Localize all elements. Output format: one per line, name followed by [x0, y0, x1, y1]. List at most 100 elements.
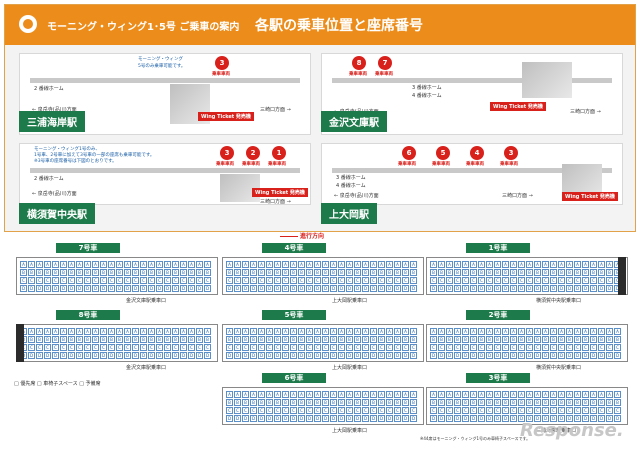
seat: A [338, 328, 345, 335]
seat: B [140, 336, 147, 343]
seat: A [172, 328, 179, 335]
seat: D [470, 415, 477, 422]
station-name: 金沢文庫駅 [321, 111, 387, 132]
seat: A [274, 328, 281, 335]
seat: B [330, 336, 337, 343]
car-diagram: 1号車AAAAAAAAAAAAAAAAAAAAAAAABBBBBBBBBBBBB… [426, 243, 628, 307]
seat: B [438, 269, 445, 276]
seat: C [242, 277, 249, 284]
seat: B [258, 269, 265, 276]
seat: D [290, 285, 297, 292]
seat: C [20, 277, 27, 284]
car-marker: 5 [436, 146, 450, 160]
seat: D [234, 415, 241, 422]
seat: D [314, 285, 321, 292]
seat: B [68, 336, 75, 343]
seat: A [314, 261, 321, 268]
seat: B [306, 269, 313, 276]
seat: A [108, 261, 115, 268]
seat: D [100, 285, 107, 292]
seat: B [100, 336, 107, 343]
seat: C [92, 344, 99, 351]
seat: C [322, 344, 329, 351]
car-body: AAAAAAAAAAAAAAAAAAAAAAAABBBBBBBBBBBBBBBB… [426, 257, 628, 295]
seat: B [402, 336, 409, 343]
car-number-tag: 6号車 [262, 373, 326, 383]
seat: D [274, 352, 281, 359]
seat: B [486, 336, 493, 343]
seat: A [386, 328, 393, 335]
seat: B [446, 399, 453, 406]
seat: A [510, 261, 517, 268]
seat: C [188, 277, 195, 284]
seat: C [598, 277, 605, 284]
seat: A [486, 328, 493, 335]
seat: C [566, 344, 573, 351]
seat: D [386, 352, 393, 359]
car-number-tag: 5号車 [262, 310, 326, 320]
seat: D [266, 352, 273, 359]
seat: C [306, 344, 313, 351]
seat: A [52, 261, 59, 268]
seat: B [290, 399, 297, 406]
seat: A [68, 261, 75, 268]
seat: C [250, 277, 257, 284]
seat: C [542, 407, 549, 414]
car-marker-label: 乗車車両 [212, 72, 230, 77]
seat: A [478, 391, 485, 398]
seat: A [526, 328, 533, 335]
seat: A [116, 328, 123, 335]
seat: B [116, 269, 123, 276]
seat: D [346, 352, 353, 359]
seat: B [164, 269, 171, 276]
seat: A [266, 261, 273, 268]
seat: B [282, 336, 289, 343]
seat: D [518, 415, 525, 422]
seat: C [172, 277, 179, 284]
seat: B [470, 399, 477, 406]
seat: C [494, 344, 501, 351]
seat: C [454, 344, 461, 351]
seat: A [28, 328, 35, 335]
seat: B [430, 336, 437, 343]
seat: A [196, 261, 203, 268]
seat: D [148, 352, 155, 359]
seat: B [410, 269, 417, 276]
seat: D [290, 415, 297, 422]
seat: A [394, 391, 401, 398]
seat: D [68, 285, 75, 292]
seat: A [446, 391, 453, 398]
seat: D [486, 285, 493, 292]
seat: C [534, 344, 541, 351]
seat: B [298, 336, 305, 343]
seat: B [84, 336, 91, 343]
seat: A [494, 391, 501, 398]
seat: D [188, 352, 195, 359]
seat: B [36, 336, 43, 343]
seat: D [330, 352, 337, 359]
seat: C [132, 277, 139, 284]
seat: C [298, 407, 305, 414]
seat: B [558, 269, 565, 276]
seat: B [574, 399, 581, 406]
seat: B [606, 399, 613, 406]
seat: D [378, 285, 385, 292]
seat: D [598, 415, 605, 422]
seat: D [52, 285, 59, 292]
seat: C [242, 407, 249, 414]
seat: C [486, 277, 493, 284]
seat: A [494, 328, 501, 335]
seat: B [196, 336, 203, 343]
seat: D [438, 352, 445, 359]
seat: B [108, 269, 115, 276]
seat: C [394, 344, 401, 351]
seat: D [282, 415, 289, 422]
seat: A [582, 391, 589, 398]
seat: D [250, 415, 257, 422]
seat: A [462, 328, 469, 335]
seat: A [590, 391, 597, 398]
car-marker-label: 乗車車両 [216, 162, 234, 167]
seat: A [478, 328, 485, 335]
